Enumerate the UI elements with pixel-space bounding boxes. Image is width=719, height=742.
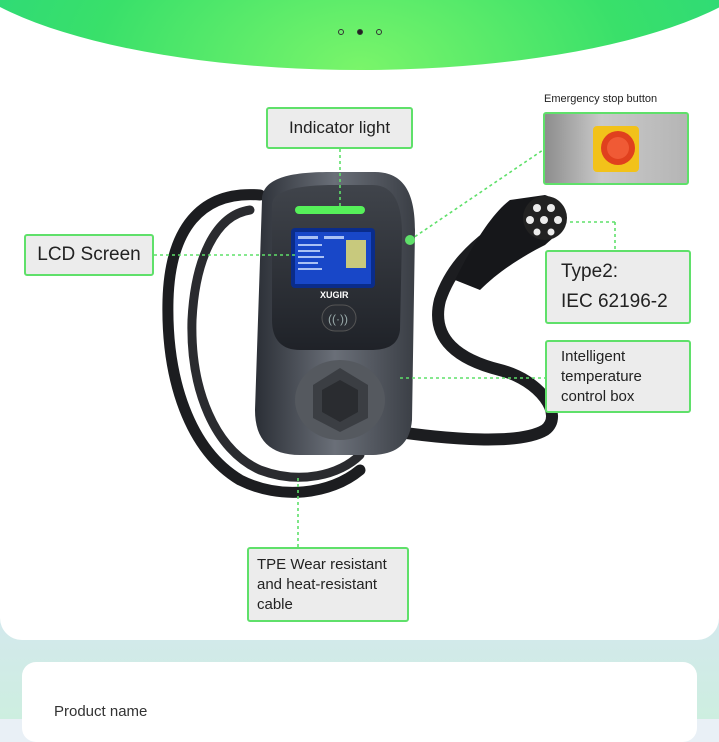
- emergency-stop-image: [543, 112, 689, 185]
- lcd-screen-text: LCD Screen: [37, 244, 141, 265]
- tpe-text-line1: TPE Wear resistant: [257, 555, 387, 573]
- charger-body: XUGIR ((·)): [255, 172, 415, 455]
- feature-card: XUGIR ((·)): [0, 0, 719, 640]
- rfid-icon: ((·)): [328, 312, 348, 326]
- product-name-label: Product name: [54, 703, 148, 720]
- carousel-dot-1[interactable]: [338, 29, 344, 35]
- indicator-light-text: Indicator light: [288, 118, 391, 137]
- tpe-text-line2: and heat-resistant: [257, 575, 378, 593]
- type2-text-line1: Type2:: [561, 261, 619, 282]
- tpe-cable-label: TPE Wear resistant and heat-resistant ca…: [247, 547, 409, 622]
- ev-charger-illustration: XUGIR ((·)): [154, 149, 616, 547]
- type2-label: Type2: IEC 62196-2: [545, 250, 691, 324]
- callout-dot: [405, 235, 415, 245]
- type2-plug: [455, 195, 567, 290]
- charging-cable: [162, 189, 558, 498]
- product-info-card: [22, 662, 697, 742]
- lcd-screen-label: LCD Screen: [24, 234, 154, 276]
- type2-text-line2: IEC 62196-2: [561, 291, 668, 312]
- temperature-control-label: Intelligent temperature control box: [545, 340, 691, 413]
- emergency-stop-icon: [593, 126, 639, 172]
- carousel-dot-3[interactable]: [376, 29, 382, 35]
- carousel-dot-2[interactable]: [357, 29, 363, 35]
- temp-text-line1: Intelligent: [561, 347, 626, 365]
- temp-text-line3: control box: [561, 387, 635, 405]
- callout-lines: [154, 149, 616, 547]
- carousel-dots[interactable]: [338, 27, 382, 37]
- indicator-light-label: Indicator light: [266, 107, 413, 149]
- tpe-text-line3: cable: [257, 595, 293, 613]
- charger-brand-text: XUGIR: [320, 290, 349, 300]
- temp-text-line2: temperature: [561, 367, 642, 385]
- emergency-stop-caption: Emergency stop button: [544, 93, 658, 105]
